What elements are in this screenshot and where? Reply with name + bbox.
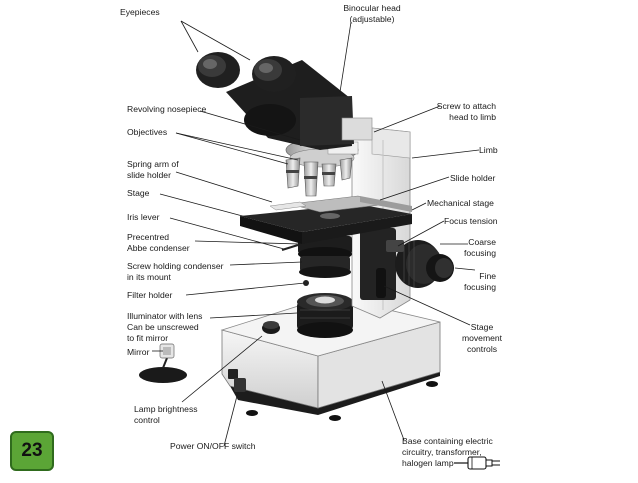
label-mechanical-stage: Mechanical stage xyxy=(427,198,494,208)
label-coarse-2: focusing xyxy=(463,248,496,258)
label-precentred-1: Precentred xyxy=(127,232,170,242)
page-number-badge: 23 xyxy=(10,431,54,471)
label-illuminator-3: to fit mirror xyxy=(127,333,169,343)
leader-lines xyxy=(152,20,480,447)
label-illuminator-2: Can be unscrewed xyxy=(127,322,199,332)
label-mirror: Mirror xyxy=(127,347,150,357)
label-stage: Stage xyxy=(127,188,150,198)
mechanical-stage xyxy=(360,196,412,212)
condenser xyxy=(281,236,352,286)
stage-movement-controls xyxy=(376,268,386,298)
label-spring-arm-1: Spring arm of xyxy=(127,159,179,169)
label-slide-holder: Slide holder xyxy=(450,173,496,183)
binocular-head xyxy=(226,60,373,150)
label-lamp-brightness-1: Lamp brightness xyxy=(134,404,198,414)
label-illuminator-1: Illuminator with lens xyxy=(127,311,203,321)
focus-block xyxy=(360,228,454,300)
plug-icon xyxy=(454,456,500,470)
label-stage-movement-1: Stage xyxy=(470,322,494,332)
label-base-3: halogen lamp xyxy=(402,458,454,468)
mirror xyxy=(139,343,187,383)
label-binocular-head-1: Binocular head xyxy=(343,3,401,13)
stage-plate xyxy=(240,195,412,244)
label-fine-2: focusing xyxy=(463,282,496,292)
label-focus-tension: Focus tension xyxy=(444,216,498,226)
label-coarse-1: Coarse xyxy=(468,237,496,247)
eyepieces-group xyxy=(196,52,296,92)
label-limb: Limb xyxy=(479,145,498,155)
label-base-2: circuitry, transformer, xyxy=(402,447,482,457)
label-stage-movement-3: controls xyxy=(466,344,498,354)
label-spring-arm-2: slide holder xyxy=(127,170,171,180)
label-screw-condenser-1: Screw holding condenser xyxy=(127,261,224,271)
power-switch xyxy=(228,369,238,379)
page-number: 23 xyxy=(21,440,43,461)
illuminator xyxy=(297,293,353,338)
label-fine-1: Fine xyxy=(479,271,496,281)
label-binocular-head-2: (adjustable) xyxy=(349,14,395,24)
label-screw-attach-1: Screw to attach xyxy=(436,101,496,111)
label-precentred-2: Abbe condenser xyxy=(127,243,190,253)
label-revolving-nosepiece: Revolving nosepiece xyxy=(127,104,207,114)
label-power-switch: Power ON/OFF switch xyxy=(170,441,256,451)
label-objectives: Objectives xyxy=(127,127,168,137)
label-lamp-brightness-2: control xyxy=(134,415,160,425)
head-screw-collar xyxy=(341,117,373,141)
label-screw-condenser-2: in its mount xyxy=(127,272,171,282)
label-screw-attach-2: head to limb xyxy=(449,112,496,122)
label-iris-lever: Iris lever xyxy=(127,212,160,222)
label-base-1: Base containing electric xyxy=(402,436,493,446)
focus-tension-ring xyxy=(386,240,404,252)
power-switch-knob xyxy=(234,378,246,392)
label-eyepieces: Eyepieces xyxy=(120,7,160,17)
label-stage-movement-2: movement xyxy=(461,333,503,343)
objectives xyxy=(285,157,353,197)
label-filter-holder: Filter holder xyxy=(127,290,173,300)
